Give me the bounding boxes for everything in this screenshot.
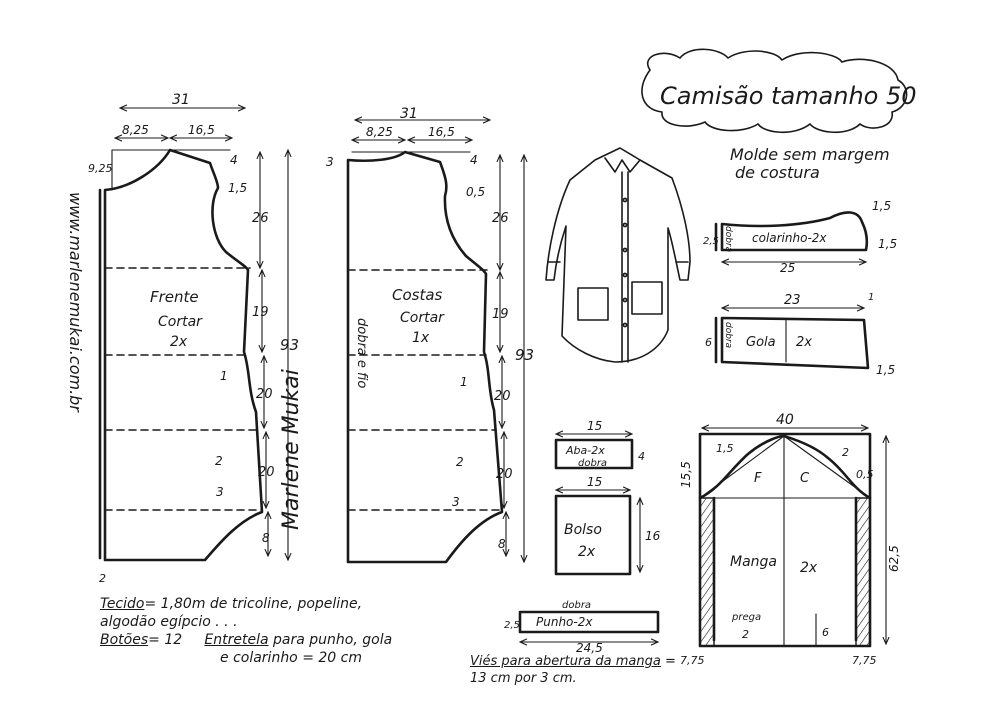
- svg-text:93: 93: [280, 336, 299, 354]
- svg-text:16: 16: [645, 529, 661, 543]
- svg-text:4: 4: [230, 153, 238, 167]
- collar-label: colarinho-2x: [752, 231, 827, 245]
- svg-text:6: 6: [705, 336, 712, 349]
- title-cloud: Camisão tamanho 50: [641, 48, 917, 134]
- svg-text:3: 3: [326, 155, 334, 169]
- svg-text:Cortar: Cortar: [400, 310, 445, 326]
- svg-text:2,5: 2,5: [703, 236, 719, 247]
- pattern-title: Camisão tamanho 50: [660, 82, 917, 110]
- svg-text:16,5: 16,5: [188, 123, 215, 137]
- svg-text:4: 4: [470, 153, 478, 167]
- svg-text:C: C: [800, 471, 810, 486]
- sleeve-label: Manga: [730, 554, 777, 570]
- svg-text:20: 20: [494, 389, 511, 404]
- website-url: www.marlenemukai.com.br: [66, 192, 85, 413]
- cuff-piece: dobra Punho-2x 2,5 24,5: [504, 600, 660, 655]
- svg-text:1: 1: [868, 292, 874, 303]
- svg-text:1x: 1x: [412, 330, 430, 346]
- svg-text:1,5: 1,5: [872, 199, 891, 213]
- svg-text:2,5: 2,5: [504, 620, 520, 631]
- svg-text:20: 20: [256, 387, 273, 402]
- svg-text:15,5: 15,5: [679, 461, 693, 488]
- collar-band-piece: dobra colarinho-2x 2,5 25 1,5 1,5: [703, 199, 897, 275]
- svg-text:23: 23: [784, 293, 801, 308]
- svg-text:8: 8: [262, 531, 270, 545]
- svg-text:dobra: dobra: [723, 226, 733, 252]
- sleeve-piece: 40 15,5 62,5 1,5 2 0,5 F C Manga 2x preg…: [679, 412, 901, 667]
- svg-text:20: 20: [258, 465, 275, 480]
- pocket-flap-piece: 15 Aba-2x dobra 4: [554, 419, 645, 470]
- back-fold-note: dobra e fio: [354, 318, 369, 388]
- svg-text:40: 40: [776, 412, 794, 428]
- flap-label: Aba-2x: [565, 444, 605, 457]
- svg-text:2: 2: [456, 455, 464, 469]
- svg-text:19: 19: [492, 307, 509, 322]
- svg-text:2x: 2x: [170, 334, 188, 350]
- svg-text:3: 3: [452, 495, 460, 509]
- signature: Marlene Mukai: [279, 369, 304, 530]
- svg-text:4: 4: [638, 450, 645, 463]
- back-piece: 31 8,25 16,5 3 4 0,5 26 19 20 20 8 93 1 …: [326, 106, 534, 564]
- svg-text:15: 15: [587, 419, 602, 433]
- svg-text:2: 2: [215, 454, 223, 468]
- bias-note: Viés para abertura da manga = 13 cm por …: [470, 654, 676, 686]
- svg-text:0,5: 0,5: [466, 185, 485, 199]
- svg-text:dobra: dobra: [723, 322, 733, 348]
- svg-text:2: 2: [842, 446, 849, 459]
- svg-text:25: 25: [780, 261, 795, 275]
- svg-text:31: 31: [400, 106, 418, 122]
- svg-text:prega: prega: [731, 612, 761, 623]
- svg-text:dobra: dobra: [562, 600, 591, 611]
- front-label: Frente: [150, 288, 199, 306]
- svg-text:2x: 2x: [796, 335, 812, 350]
- svg-text:6: 6: [822, 626, 829, 639]
- pocket-label: Bolso: [564, 522, 602, 538]
- svg-text:2x: 2x: [578, 544, 596, 560]
- svg-text:2x: 2x: [800, 560, 818, 576]
- pattern-subtitle-1: Molde sem margem: [730, 145, 890, 164]
- svg-text:16,5: 16,5: [428, 125, 455, 139]
- svg-text:20: 20: [496, 467, 513, 482]
- svg-text:24,5: 24,5: [576, 641, 603, 655]
- svg-text:26: 26: [492, 211, 509, 226]
- svg-text:15: 15: [587, 475, 602, 489]
- svg-text:1,5: 1,5: [876, 363, 895, 377]
- svg-text:7,75: 7,75: [852, 654, 877, 667]
- collar-piece: dobra Gola 2x 6 23 1 1,5: [705, 292, 895, 377]
- svg-text:Cortar: Cortar: [158, 314, 203, 330]
- front-piece: 31 8,25 16,5 9,25 4 1,5 26 19 20 20 8 93…: [88, 92, 299, 585]
- shirt-illustration: [545, 147, 691, 363]
- svg-text:F: F: [754, 471, 762, 486]
- svg-text:26: 26: [252, 211, 269, 226]
- svg-text:8,25: 8,25: [122, 123, 149, 137]
- svg-text:dobra: dobra: [578, 458, 607, 469]
- svg-text:2: 2: [99, 572, 106, 585]
- svg-text:1,5: 1,5: [878, 237, 897, 251]
- svg-text:31: 31: [172, 92, 190, 108]
- buttons-note: Botões= 12 Entretela para punho, gola: [100, 632, 393, 648]
- svg-text:1,5: 1,5: [716, 442, 734, 455]
- gola-label: Gola: [746, 335, 776, 350]
- svg-text:1: 1: [220, 369, 228, 383]
- svg-text:8,25: 8,25: [366, 125, 393, 139]
- fabric-note: Tecido= 1,80m de tricoline, popeline,: [100, 596, 363, 612]
- svg-text:7,75: 7,75: [680, 654, 705, 667]
- svg-text:9,25: 9,25: [88, 162, 113, 175]
- svg-text:3: 3: [216, 485, 224, 499]
- pocket-piece: 15 Bolso 2x 16: [554, 475, 661, 576]
- svg-text:1,5: 1,5: [228, 181, 247, 195]
- svg-text:2: 2: [742, 628, 749, 641]
- pattern-subtitle-2: de costura: [735, 163, 820, 182]
- cuff-label: Punho-2x: [536, 615, 593, 629]
- svg-text:1: 1: [460, 375, 468, 389]
- material-notes: Tecido= 1,80m de tricoline, popeline, al…: [100, 595, 620, 667]
- svg-text:62,5: 62,5: [887, 545, 901, 572]
- svg-text:93: 93: [515, 346, 534, 364]
- svg-text:8: 8: [498, 537, 506, 551]
- svg-text:19: 19: [252, 305, 269, 320]
- svg-text:0,5: 0,5: [856, 468, 874, 481]
- back-label: Costas: [392, 286, 443, 304]
